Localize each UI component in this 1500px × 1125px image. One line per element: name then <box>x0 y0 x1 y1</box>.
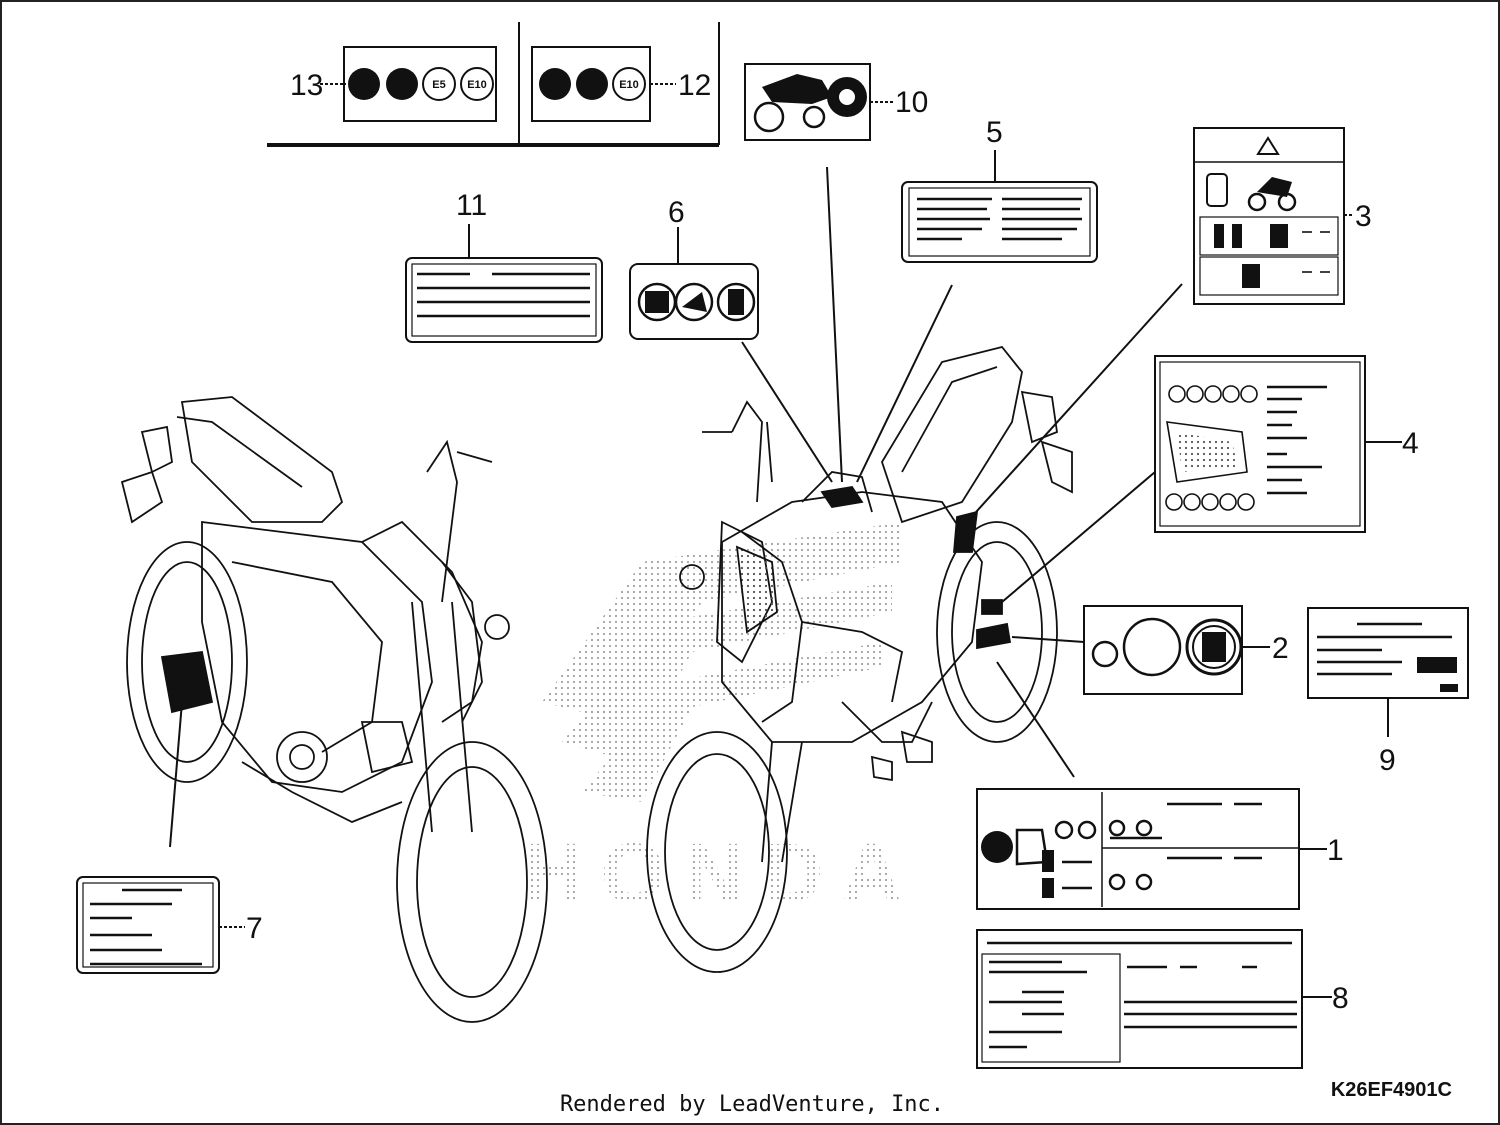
label-2-chain-adjust[interactable] <box>1083 605 1243 695</box>
leader-lines <box>741 166 1183 778</box>
label-12-fuel-e10[interactable]: E10 <box>531 46 651 122</box>
label-7-text-plate[interactable] <box>76 876 220 974</box>
callout-1: 1 <box>1327 834 1344 867</box>
fuel-e5-text: E5 <box>432 79 445 91</box>
fuel-label-group-frame <box>267 22 720 147</box>
callout-2: 2 <box>1272 632 1289 665</box>
fuel-e10-text: E10 <box>467 79 487 91</box>
callout-7: 7 <box>246 912 263 945</box>
callout-4: 4 <box>1402 427 1419 460</box>
callout-10: 10 <box>895 86 928 119</box>
label-10-tire-info[interactable] <box>744 63 871 141</box>
motorcycle-right-view <box>646 345 1073 973</box>
label-4-maintenance-chart[interactable] <box>1154 355 1366 533</box>
label-5-text-plate[interactable] <box>901 181 1098 263</box>
motorcycle-left-view <box>120 396 548 1023</box>
svg-text:HONDA: HONDA <box>522 826 920 920</box>
callout-9: 9 <box>1379 744 1396 777</box>
label-1-tire-pressure[interactable] <box>976 788 1300 910</box>
fuel-e10-text-12: E10 <box>619 79 639 91</box>
callout-13: 13 <box>290 69 323 102</box>
callout-11: 11 <box>456 189 487 222</box>
callout-6: 6 <box>668 196 685 229</box>
label-3-load-warning[interactable] <box>1193 127 1345 305</box>
label-13-fuel-e5-e10[interactable]: E5 E10 <box>343 46 497 122</box>
label-9-text-plate[interactable] <box>1307 607 1469 699</box>
render-credit: Rendered by LeadVenture, Inc. <box>559 1092 945 1117</box>
label-8-emission-info[interactable] <box>976 929 1303 1069</box>
callout-8: 8 <box>1332 982 1349 1015</box>
callout-5: 5 <box>986 116 1003 149</box>
callout-3: 3 <box>1355 200 1372 233</box>
honda-watermark: HONDA <box>522 522 920 920</box>
drawing-code: K26EF4901C <box>1331 1079 1452 1101</box>
label-6-icon-strip[interactable] <box>629 263 759 340</box>
label-11-text-plate[interactable] <box>405 257 603 343</box>
callout-12: 12 <box>678 69 711 102</box>
